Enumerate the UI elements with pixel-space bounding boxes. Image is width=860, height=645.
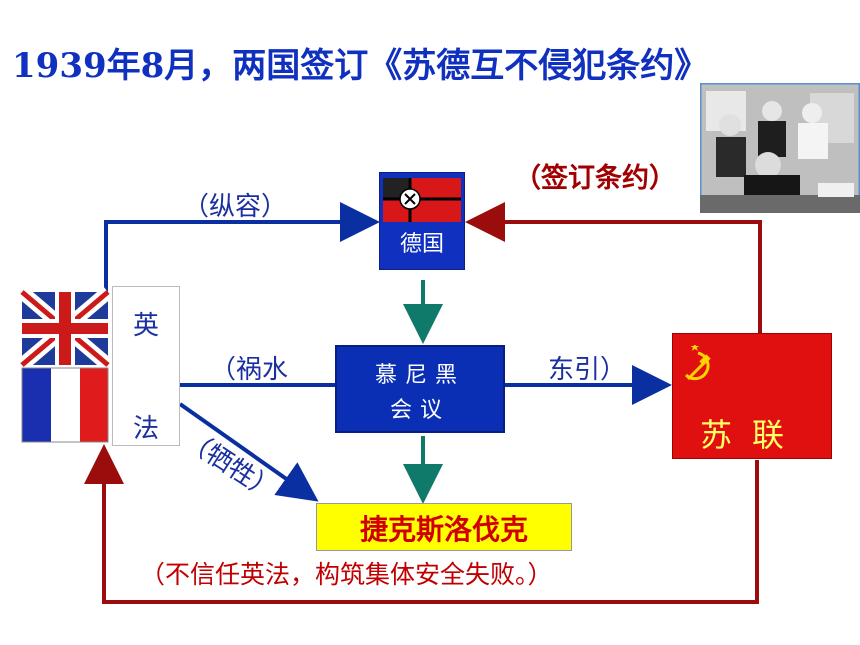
label-sign-treaty: （签订条约）: [514, 163, 676, 194]
britain-france-node: [112, 286, 180, 446]
label-disaster-water: （祸水: [210, 355, 289, 385]
hammer-sickle-icon: [684, 345, 711, 381]
treaty-signing-photo: [700, 83, 860, 213]
distrust-note: （不信任英法，构筑集体安全失败。）: [140, 560, 553, 589]
munich-label-line2: 会议: [389, 398, 450, 423]
czechoslovakia-node: [316, 503, 572, 551]
arrow-sacrifice: [178, 402, 319, 502]
germany-flag-icon: [383, 178, 461, 222]
uk-flag-icon: [17, 286, 113, 371]
ussr-label: 苏联: [699, 416, 804, 454]
label-indulge: （纵容）: [183, 192, 288, 222]
france-flag-icon: [21, 367, 109, 443]
czechoslovakia-label: 捷克斯洛伐克: [359, 513, 528, 546]
arrow-sign-treaty: [465, 202, 762, 333]
france-label: 法: [132, 414, 159, 444]
label-east-lead: 东引）: [548, 355, 627, 385]
germany-label: 德国: [399, 232, 444, 257]
munich-label-line1: 慕尼黑: [374, 363, 465, 388]
munich-conference-node: [335, 345, 505, 433]
britain-label: 英: [132, 311, 159, 341]
arrow-distrust: [84, 444, 759, 604]
page-title: 1939年8月，两国签订《苏德互不侵犯条约》: [12, 46, 709, 86]
arrow-indulge: [104, 202, 380, 292]
